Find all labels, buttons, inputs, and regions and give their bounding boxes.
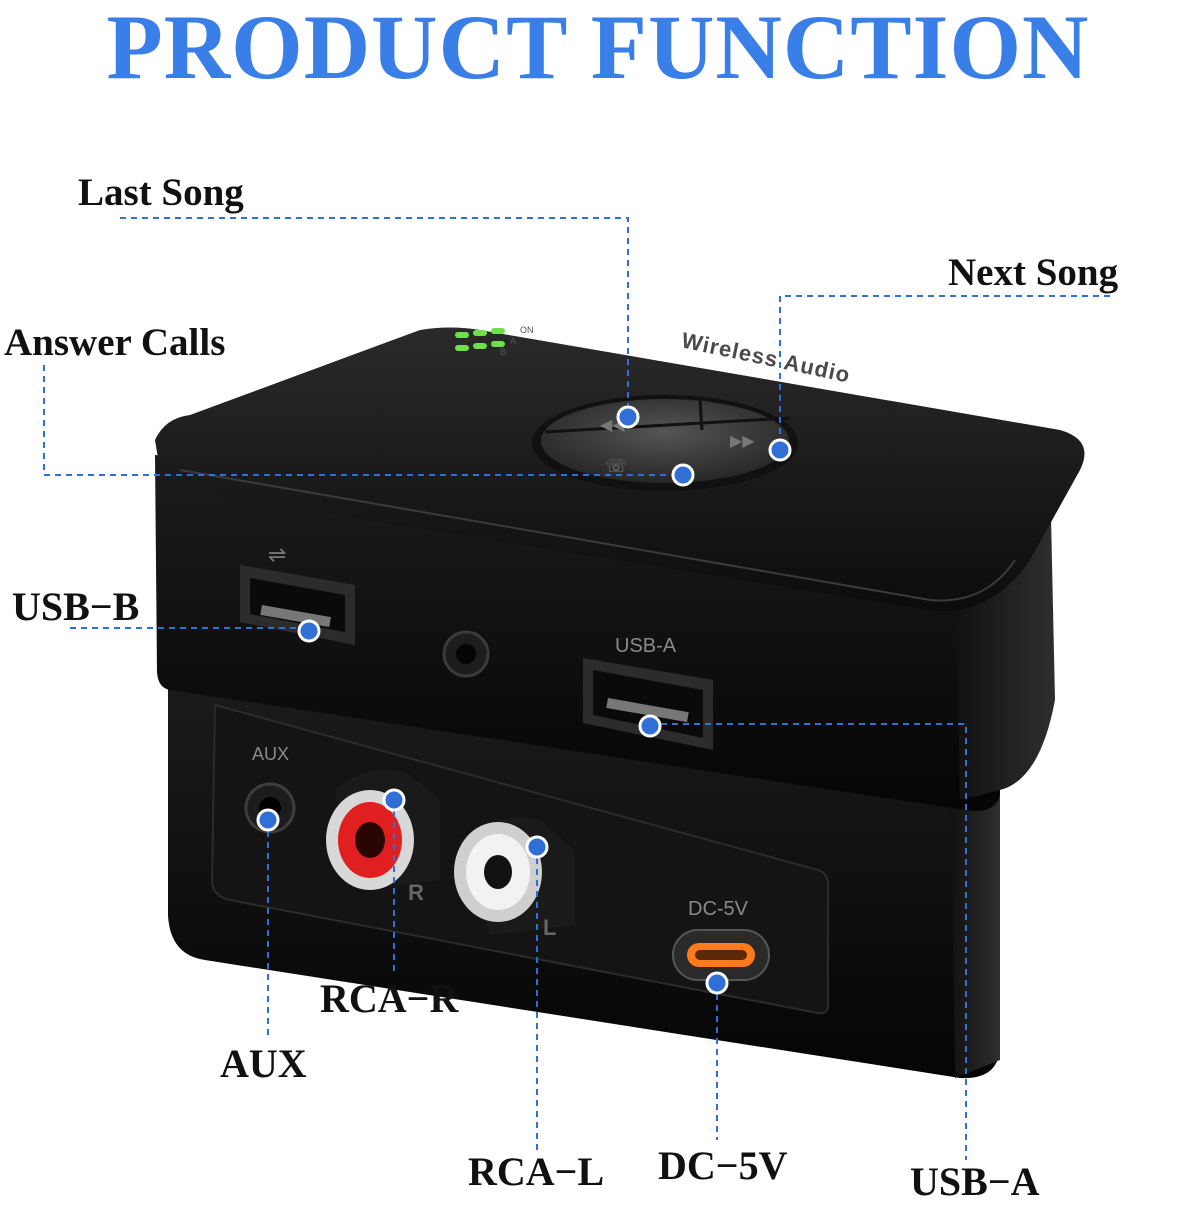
label-last-song: Last Song xyxy=(78,171,244,214)
leader-usb-a xyxy=(650,723,967,1160)
aux-port-text: AUX xyxy=(252,744,290,764)
rca-right-jack xyxy=(326,770,440,890)
pinhole-port xyxy=(442,630,490,678)
usb-a-port-text: USB-A xyxy=(615,635,677,657)
svg-text:☏: ☏ xyxy=(605,456,628,477)
marker-answer-calls xyxy=(671,463,695,487)
led-label-b: B xyxy=(500,347,507,357)
marker-rca-l xyxy=(525,835,549,859)
dc-port-text: DC-5V xyxy=(688,898,749,920)
label-aux: AUX xyxy=(220,1041,307,1086)
dc-port xyxy=(672,929,770,981)
label-usb-a: USB−A xyxy=(910,1159,1040,1204)
label-dc-5v: DC−5V xyxy=(658,1143,788,1188)
led-label-a: A xyxy=(510,336,517,346)
rca-right-mark: R xyxy=(408,880,424,905)
label-answer-calls: Answer Calls xyxy=(4,321,226,364)
page-title: PRODUCT FUNCTION xyxy=(106,0,1090,98)
status-leds xyxy=(455,328,505,351)
usb-a-port xyxy=(583,658,713,750)
led-label-on: ON xyxy=(520,325,534,335)
control-buttons: ◀◀ ▶▶ ☏ xyxy=(532,395,798,491)
label-rca-r: RCA−R xyxy=(320,976,459,1021)
leader-next-song xyxy=(779,295,1110,450)
marker-rca-r xyxy=(382,788,406,812)
usb-b-port: ⇌ xyxy=(240,543,355,645)
marker-last-song xyxy=(616,405,640,429)
marker-usb-b xyxy=(297,619,321,643)
svg-text:⇌: ⇌ xyxy=(268,543,286,568)
leader-answer-calls xyxy=(43,365,683,476)
marker-usb-a xyxy=(638,714,662,738)
rca-left-mark: L xyxy=(543,915,557,940)
marker-aux xyxy=(256,808,280,832)
label-rca-l: RCA−L xyxy=(468,1149,605,1194)
label-usb-b: USB−B xyxy=(12,584,140,629)
label-next-song: Next Song xyxy=(948,251,1119,294)
leader-last-song xyxy=(120,217,629,417)
svg-text:▶▶: ▶▶ xyxy=(730,431,755,450)
marker-dc-5v xyxy=(705,971,729,995)
marker-next-song xyxy=(768,438,792,462)
